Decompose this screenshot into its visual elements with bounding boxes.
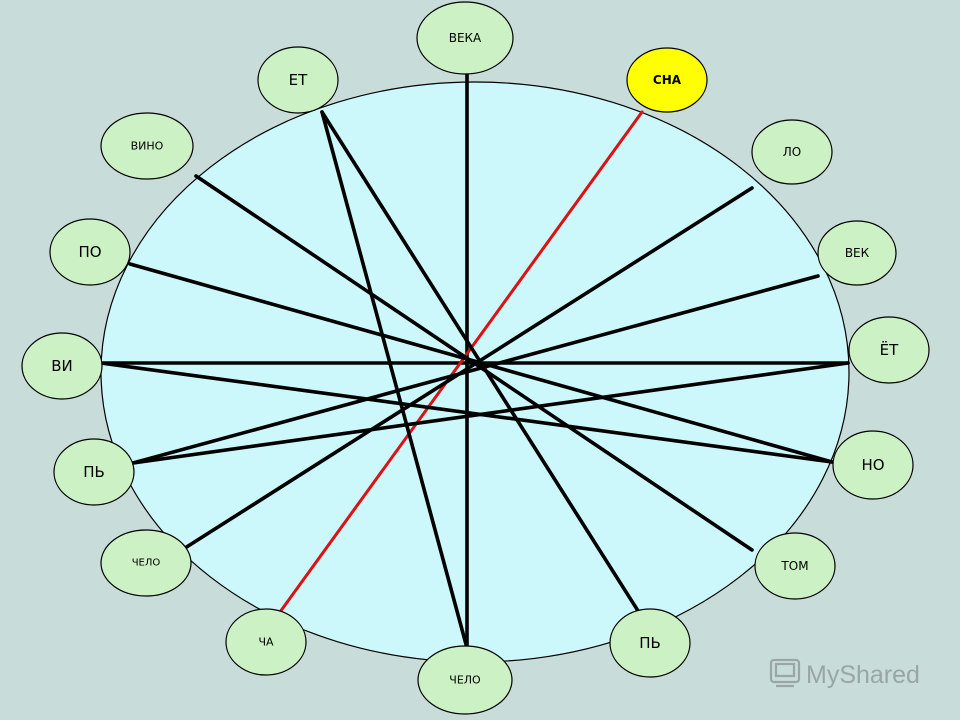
node-label: ПЬ [83,463,105,481]
node-n-no: НО [832,430,914,500]
node-shape [832,430,914,500]
node-shape [609,608,691,678]
connection-lines [99,73,850,650]
node-shape [49,218,131,286]
outer-circle [100,81,850,663]
node-shape [751,119,833,185]
node-n-chelo-bottom: ЧЕЛО [417,645,513,715]
connection-n-et-to-n-chelo-bottom [320,110,469,650]
node-n-et: ЕТ [257,46,339,114]
node-n-lo: ЛО [751,119,833,185]
node-n-p-left: ПЬ [53,438,135,506]
watermark-text: MyShared [806,661,920,689]
node-label: ЛО [783,145,801,159]
node-shape [754,532,836,600]
node-shape [848,316,930,384]
node-shape [53,438,135,506]
connection-n-yot-to-n-p-left [131,361,850,465]
node-shape [257,46,339,114]
node-label: ВИ [51,357,73,375]
node-n-vek: ВЕК [817,220,897,286]
node-label: ЕТ [289,71,308,89]
node-n-sna: СНА [626,47,708,113]
node-shape [100,112,194,180]
node-label: ТОМ [780,559,808,573]
node-label: ЧА [258,636,274,649]
connection-n-po-to-n-no [128,262,834,464]
node-shape [417,645,513,715]
node-label: ПЬ [639,634,661,652]
node-n-vi: ВИ [21,332,103,400]
node-n-veka-top: ВЕКА [416,1,514,75]
node-group: ВЕКА СНА ЛО ВЕК ЁТ НО ТОМ ПЬ ЧЕЛО ЧА ЧЕЛО ПЬ ВИ ПО ВИН… [21,1,930,715]
node-shape [416,1,514,75]
node-n-yot: ЁТ [848,316,930,384]
connection-n-vi-to-n-no [99,361,834,464]
node-n-p-right: ПЬ [609,608,691,678]
node-shape [225,608,307,676]
node-label: ПО [78,243,101,261]
node-shape [21,332,103,400]
node-label: ВЕКА [449,31,482,45]
node-label: ЁТ [880,340,899,359]
node-shape [626,47,708,113]
node-n-cha: ЧА [225,608,307,676]
node-shape [100,529,192,597]
node-n-tom: ТОМ [754,532,836,600]
node-n-po: ПО [49,218,131,286]
node-label: НО [861,456,884,474]
node-n-vino: ВИНО [100,112,194,180]
node-n-chelo-left: ЧЕЛО [100,529,192,597]
node-label: СНА [653,73,682,87]
watermark-logo-icon [769,658,801,688]
connection-n-lo-to-n-chelo-left [183,186,754,550]
node-shape [817,220,897,286]
connection-n-sna-to-n-cha [278,110,644,614]
watermark: MyShared [769,658,920,689]
node-label: ЧЕЛО [132,558,161,569]
node-label: ВЕК [845,246,870,260]
connection-n-vek-to-n-p-left [131,274,820,465]
node-label: ВИНО [131,140,164,153]
node-label: ЧЕЛО [449,674,481,687]
